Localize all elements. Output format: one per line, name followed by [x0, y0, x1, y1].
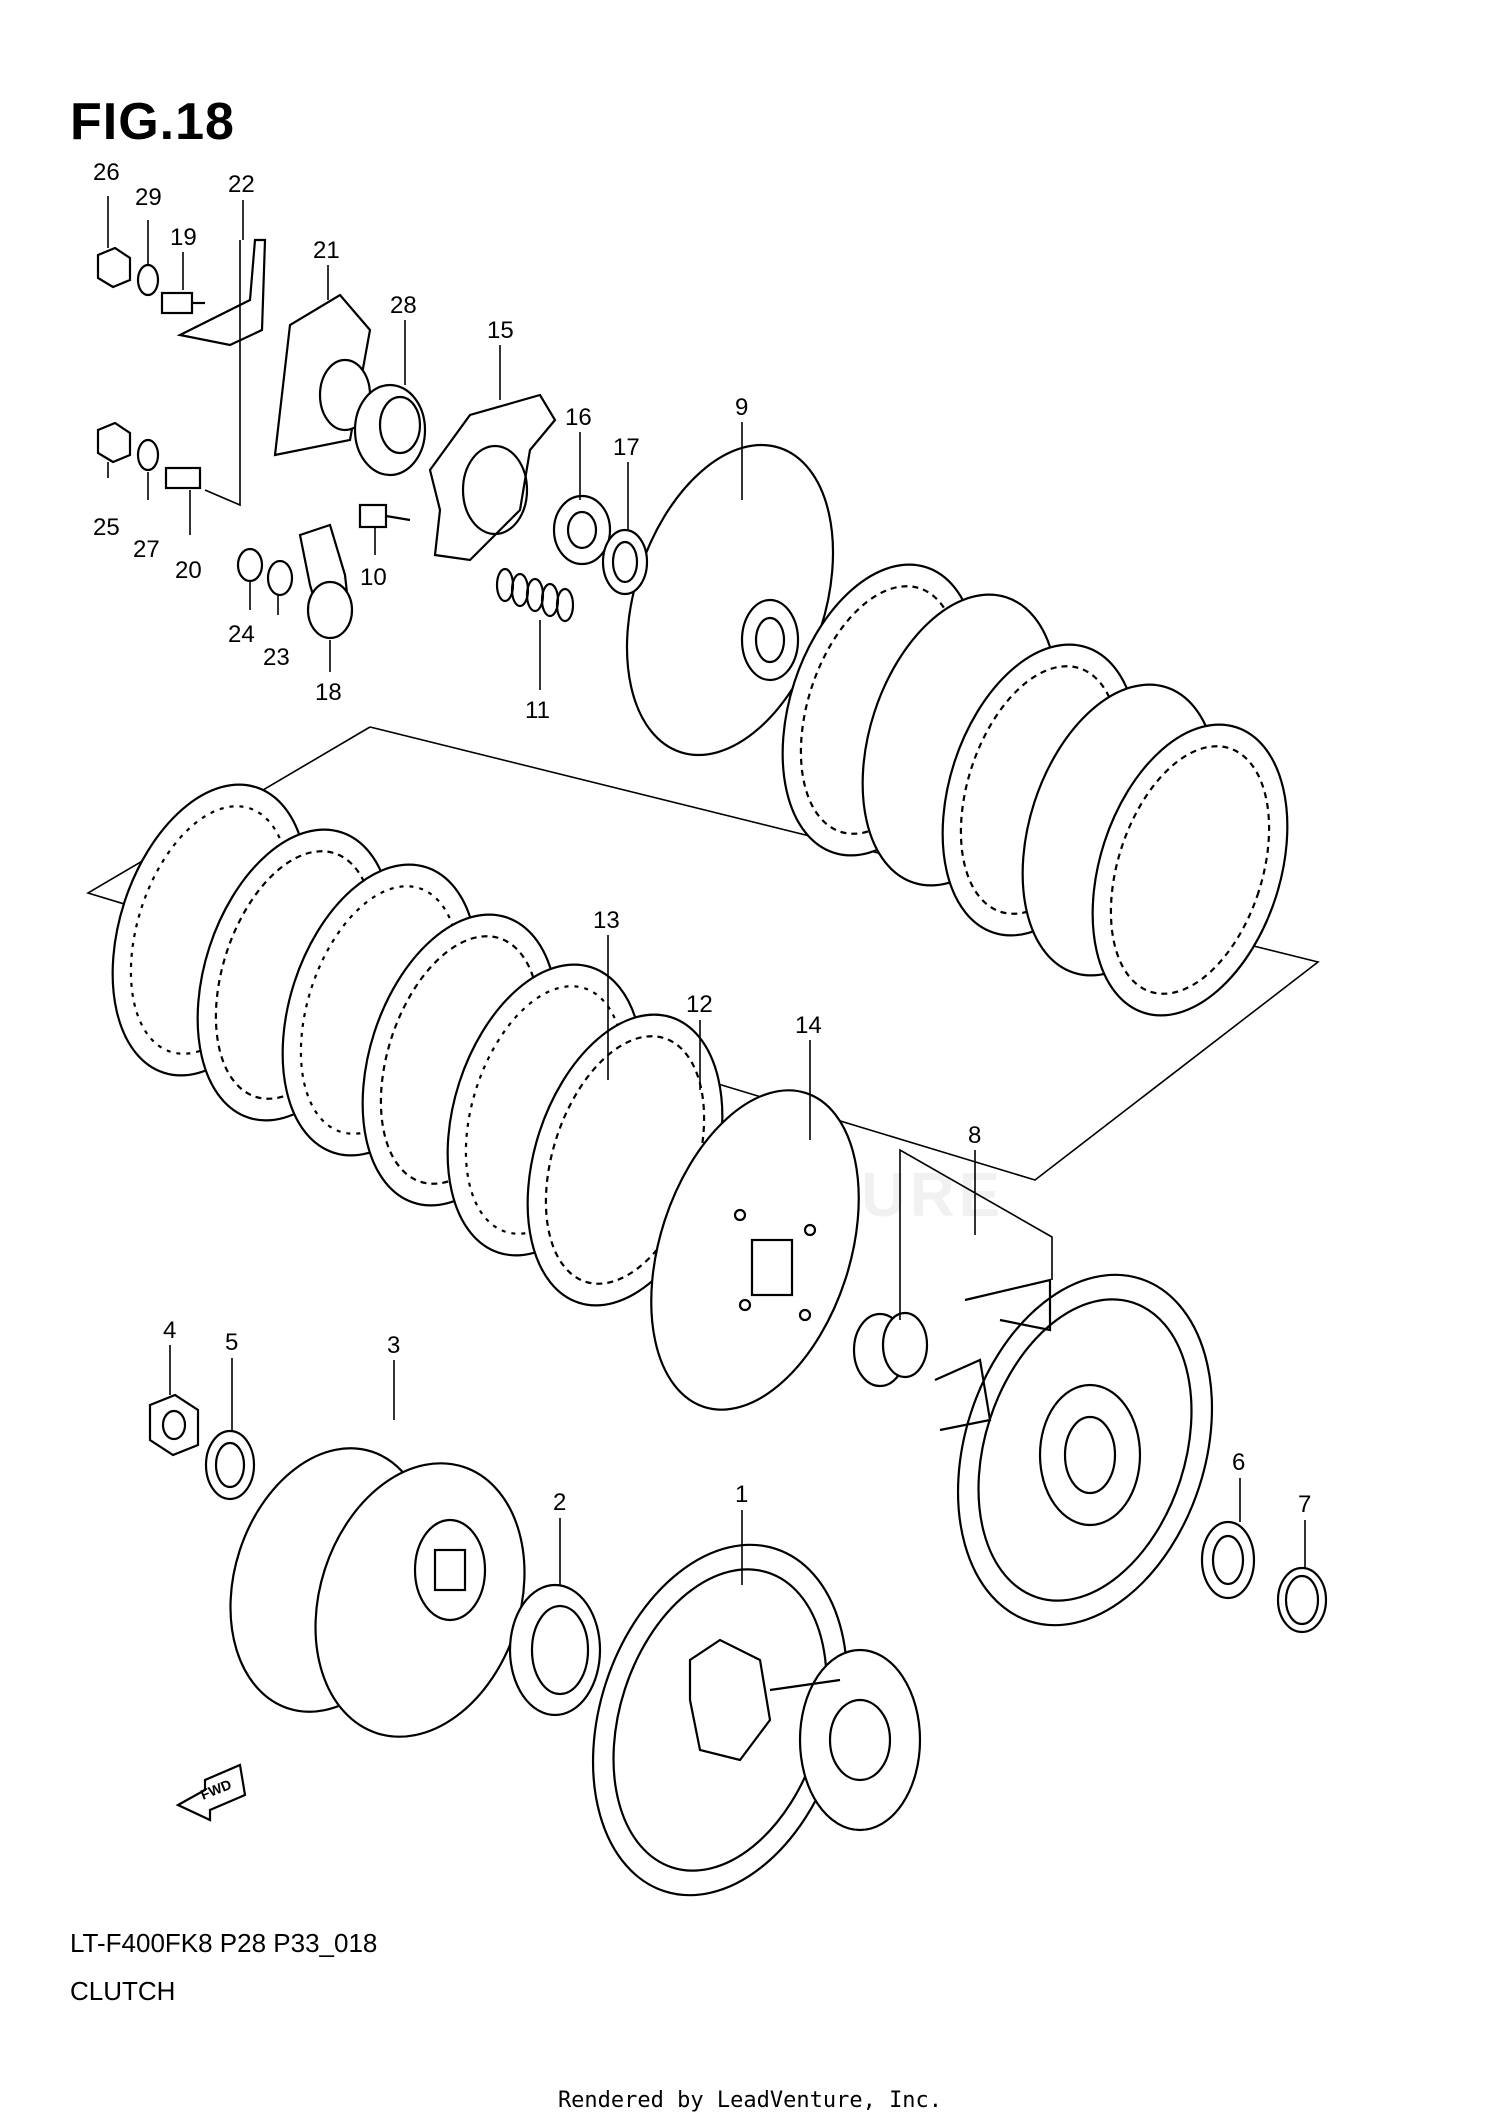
part-bushing-8 [852, 1311, 929, 1388]
callout-3: 3 [387, 1332, 400, 1359]
part-clutch-pressure-plate [625, 443, 835, 757]
callout-14: 14 [795, 1012, 822, 1039]
part-plate-stack-lower [111, 783, 724, 1307]
callout-20: 20 [175, 557, 202, 584]
callout-9: 9 [735, 394, 748, 421]
part-nut-4 [148, 1393, 200, 1457]
model-code: LT-F400FK8 P28 P33_018 [70, 1928, 378, 1958]
callout-16: 16 [565, 404, 592, 431]
callout-19: 19 [170, 224, 197, 251]
part-bracket-21 [273, 293, 372, 457]
callout-8: 8 [968, 1122, 981, 1149]
figure-title: FIG.18 [70, 93, 235, 151]
callout-28: 28 [390, 292, 417, 319]
part-washer-29 [136, 263, 160, 297]
callout-18: 18 [315, 679, 342, 706]
callout-11: 11 [525, 697, 550, 724]
part-arm-18 [298, 523, 354, 640]
part-bearing-28 [353, 383, 427, 477]
callout-7: 7 [1298, 1491, 1311, 1518]
callout-5: 5 [225, 1329, 238, 1356]
part-washer-27 [136, 438, 160, 472]
part-bolt-10 [358, 503, 411, 529]
callout-4: 4 [163, 1317, 176, 1344]
part-lever-22 [176, 238, 267, 347]
part-clutch-drum [591, 1543, 922, 1897]
part-release-plate-15 [428, 393, 557, 562]
callout-1: 1 [735, 1481, 748, 1508]
part-plate-stack-upper [781, 563, 1289, 1017]
callout-22: 22 [228, 171, 255, 198]
part-primary-driven-gear [934, 1273, 1214, 1627]
part-one-way-clutch [508, 1583, 602, 1717]
part-nut-26 [96, 246, 132, 289]
part-washer-23 [266, 559, 294, 597]
callout-27: 27 [133, 536, 160, 563]
callout-10: 10 [360, 564, 387, 591]
part-bolt-19 [160, 291, 205, 315]
part-spring-11 [495, 567, 575, 623]
callout-23: 23 [263, 644, 290, 671]
callout-21: 21 [313, 237, 340, 264]
part-washer-6 [1200, 1520, 1256, 1600]
callout-24: 24 [228, 621, 255, 648]
callout-labels: 26 29 19 22 21 28 15 16 17 9 25 27 20 10… [93, 159, 1311, 1518]
callout-2: 2 [553, 1489, 566, 1516]
callout-25: 25 [93, 514, 120, 541]
callout-17: 17 [613, 434, 640, 461]
part-circlip-24 [236, 547, 264, 583]
callout-12: 12 [686, 991, 713, 1018]
render-credit: Rendered by LeadVenture, Inc. [557, 2088, 943, 2113]
callout-15: 15 [487, 317, 514, 344]
part-washer-5 [204, 1429, 256, 1501]
part-ring-7 [1276, 1566, 1328, 1634]
part-bolt-20 [164, 466, 202, 490]
fwd-arrow-icon: FWD [175, 1763, 247, 1822]
section-name: CLUTCH [70, 1976, 176, 2006]
callout-13: 13 [593, 907, 620, 934]
callout-29: 29 [135, 184, 162, 211]
part-nut-25 [96, 421, 132, 464]
leader-lines [107, 196, 1306, 1585]
part-collar-16 [552, 494, 612, 566]
part-clutch-plate [650, 1089, 860, 1411]
part-clutch-hub [229, 1447, 526, 1738]
callout-26: 26 [93, 159, 120, 186]
part-washer-17 [601, 528, 649, 596]
callout-6: 6 [1232, 1449, 1245, 1476]
